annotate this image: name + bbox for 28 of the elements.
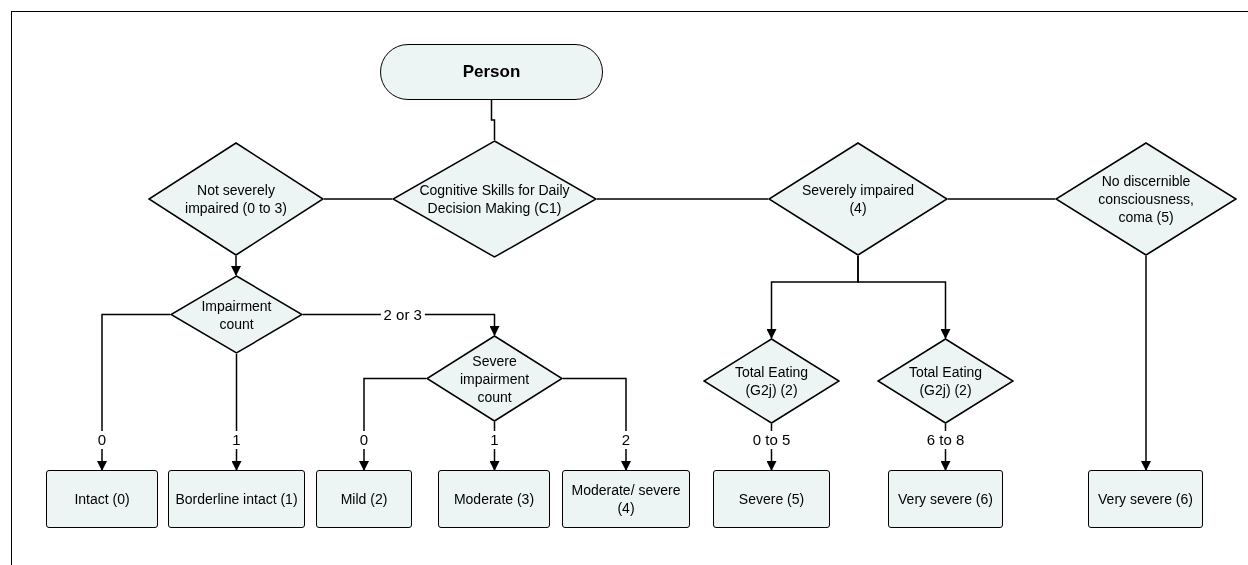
- arrow: [562, 377, 631, 471]
- decision-diamond: Severely impaired (4): [768, 142, 948, 256]
- outcome-box: Severe (5): [713, 470, 830, 528]
- outcome-box: Intact (0): [46, 470, 158, 528]
- decision-diamond: Severe impairment count: [426, 335, 563, 422]
- outcome-box: Moderate/ severe (4): [562, 470, 690, 528]
- decision-diamond: Not severely impaired (0 to 3): [148, 142, 324, 256]
- arrow: [1141, 255, 1151, 471]
- outcome-box: Moderate (3): [438, 470, 550, 528]
- outcome-box: Very severe (6): [888, 470, 1003, 528]
- decision-diamond: No discernible consciousness, coma (5): [1055, 142, 1237, 256]
- decision-diamond: Cognitive Skills for Daily Decision Making (C1): [392, 140, 597, 258]
- decision-diamond: Total Eating (G2j) (2): [703, 338, 840, 424]
- decision-diamond: Impairment count: [170, 275, 303, 354]
- connector-line: [947, 198, 1056, 200]
- connector-line: [490, 99, 496, 141]
- outcome-box: Very severe (6): [1088, 470, 1203, 528]
- connector-line: [596, 198, 769, 200]
- arrow: [231, 353, 242, 471]
- arrow: [857, 255, 951, 339]
- decision-diamond: Total Eating (G2j) (2): [877, 338, 1014, 424]
- arrow: [359, 377, 427, 471]
- start-terminal: Person: [380, 44, 603, 100]
- arrow: [97, 313, 171, 471]
- connector-line: [323, 198, 393, 200]
- arrow: [231, 255, 241, 276]
- outcome-box: Mild (2): [316, 470, 412, 528]
- outcome-box: Borderline intact (1): [168, 470, 305, 528]
